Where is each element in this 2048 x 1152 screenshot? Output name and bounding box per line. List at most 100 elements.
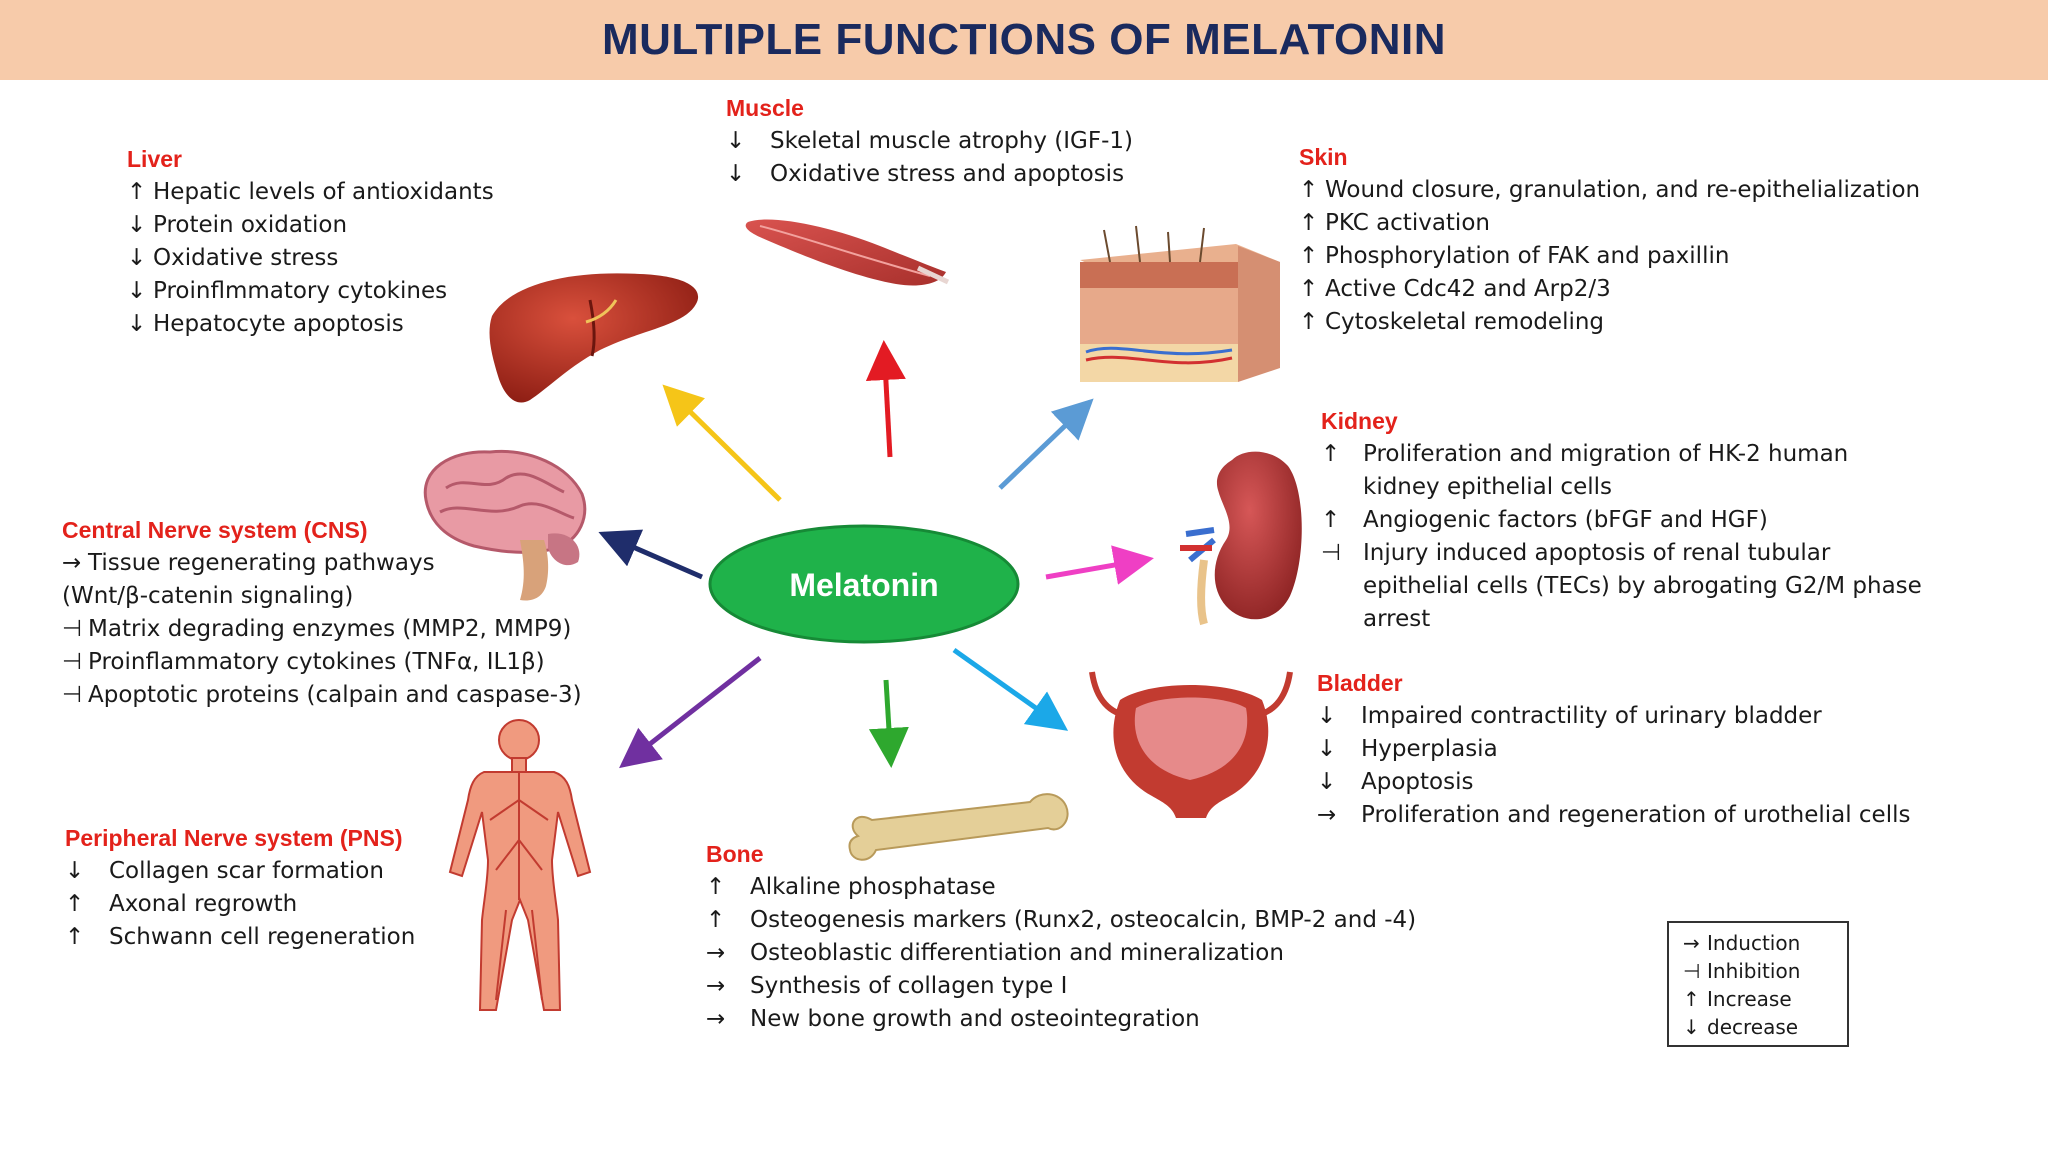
skin-line: ↑PKC activation [1299, 207, 1920, 240]
cns-line: (Wnt/β-catenin signaling) [62, 583, 354, 609]
kidney-line: ↑Proliferation and migration of HK-2 hum… [1321, 441, 1849, 467]
effect-text: Apoptotic proteins (calpain and caspase-… [88, 682, 582, 708]
kidney-line: ⊣Injury induced apoptosis of renal tubul… [1321, 540, 1831, 566]
effect-text: Hepatocyte apoptosis [153, 311, 404, 337]
page-title: MULTIPLE FUNCTIONS OF MELATONIN [601, 15, 1447, 64]
effect-symbol: ↑ [1299, 243, 1319, 269]
legend-box: →Induction⊣Inhibition↑Increase↓decrease [1667, 921, 1849, 1047]
effect-symbol: ⊣ [62, 682, 83, 708]
arrow-to-kidney [1045, 545, 1154, 585]
bladder-line: →Proliferation and regeneration of uroth… [1317, 799, 1910, 832]
effect-symbol: → [706, 1006, 726, 1032]
effect-text: Protein oxidation [153, 212, 348, 238]
kidney-illustration [1180, 451, 1302, 626]
effect-symbol: ↓ [127, 311, 147, 337]
legend-item: ↑ Increase [1683, 985, 1847, 1013]
effect-text: Proliferation and regeneration of urothe… [1361, 802, 1911, 828]
effect-symbol: ↓ [127, 212, 147, 238]
arrow-to-skin [998, 398, 1094, 490]
effect-symbol: ⊣ [62, 616, 83, 642]
cns-section: Central Nerve system (CNS) →Tissue regen… [62, 517, 582, 712]
effect-text: Proinflammatory cytokines (TNFα, IL1β) [88, 649, 545, 675]
bladder-line: ↓ Hyperplasia [1317, 733, 1910, 766]
bone-illustration [848, 793, 1069, 861]
effect-symbol: → [1683, 931, 1700, 955]
liver-line: ↓Hepatocyte apoptosis [127, 308, 494, 341]
bone-line: →Synthesis of collagen type I [706, 970, 1416, 1003]
bladder-section: Bladder ↓Impaired contractility of urina… [1317, 670, 1910, 832]
cns-heading: Central Nerve system (CNS) [62, 517, 368, 543]
melatonin-node [708, 524, 1020, 644]
bone-line: ↑Alkaline phosphatase [706, 871, 1416, 904]
bladder-line: ↓Apoptosis [1317, 766, 1910, 799]
pns-section: Peripheral Nerve system (PNS) ↓ Collagen … [65, 825, 415, 954]
effect-symbol: ↓ [726, 161, 746, 187]
liver-section: Liver ↑Hepatic levels of antioxidants↓Pr… [127, 146, 494, 341]
pns-line: ↑Schwann cell regeneration [65, 921, 415, 954]
human-nervous-system-illustration [448, 719, 592, 1011]
effect-text: Inhibition [1707, 959, 1801, 983]
effect-symbol: ↓ [1317, 703, 1337, 729]
arrow-to-pns [619, 656, 762, 769]
muscle-line: ↓Oxidative stress and apoptosis [726, 158, 1133, 191]
liver-line: ↓Oxidative stress [127, 242, 494, 275]
effect-symbol: ↑ [1683, 987, 1700, 1011]
skin-section: Skin ↑Wound closure, granulation, and re… [1299, 144, 1920, 339]
melatonin-label: Melatonin [789, 567, 939, 603]
effect-symbol: ↑ [1299, 177, 1319, 203]
effect-symbol: ↓ [1317, 736, 1337, 762]
title-banner: MULTIPLE FUNCTIONS OF MELATONIN [0, 0, 2048, 80]
legend-item: ↓ decrease [1683, 1013, 1847, 1041]
bladder-illustration [1089, 671, 1293, 818]
effect-symbol: ↑ [706, 874, 726, 900]
effect-symbol: ↑ [1299, 210, 1319, 236]
effect-symbol: ↑ [1299, 309, 1319, 335]
bladder-line: ↓Impaired contractility of urinary bladd… [1317, 700, 1910, 733]
effect-symbol: ↓ [65, 858, 85, 884]
effect-symbol: → [706, 940, 726, 966]
effect-text: New bone growth and osteointegration [750, 1006, 1200, 1032]
effect-symbol: ⊣ [1683, 959, 1701, 983]
skin-heading: Skin [1299, 144, 1348, 170]
effect-text: Collagen scar formation [109, 858, 384, 884]
effect-symbol: ⊣ [62, 649, 83, 675]
effect-text: Increase [1707, 987, 1792, 1011]
kidney-section: Kidney ↑Proliferation and migration of H… [1321, 408, 1922, 636]
effect-text: Matrix degrading enzymes (MMP2, MMP9) [88, 616, 572, 642]
effect-text: Axonal regrowth [109, 891, 298, 917]
cns-line: →Tissue regenerating pathways [62, 550, 435, 576]
effect-symbol: ↓ [726, 128, 746, 154]
effect-text: decrease [1707, 1015, 1799, 1039]
kidney-line: arrest [1363, 606, 1431, 632]
kidney-heading: Kidney [1321, 408, 1398, 434]
effect-symbol: → [706, 973, 726, 999]
effect-text: Wound closure, granulation, and re-epith… [1325, 177, 1921, 203]
bone-line: ↑Osteogenesis markers (Runx2, osteocalci… [706, 904, 1416, 937]
cns-line: ⊣Matrix degrading enzymes (MMP2, MMP9) [62, 613, 582, 646]
effect-symbol: ↓ [127, 245, 147, 271]
effect-symbol: ↓ [1683, 1015, 1700, 1039]
effect-text: Hyperplasia [1361, 736, 1498, 762]
kidney-line: ↑Angiogenic factors (bFGF and HGF) [1321, 507, 1768, 533]
effect-symbol: ↓ [127, 278, 147, 304]
kidney-line: epithelial cells (TECs) by abrogating G2… [1363, 573, 1922, 599]
skin-line: ↑Active Cdc42 and Arp2/3 [1299, 273, 1920, 306]
effect-text: PKC activation [1325, 210, 1490, 236]
effect-symbol: ↑ [127, 179, 147, 205]
bone-section: Bone ↑Alkaline phosphatase↑Osteogenesis … [706, 841, 1416, 1036]
legend-item: →Induction [1683, 929, 1847, 957]
cns-line: ⊣Apoptotic proteins (calpain and caspase… [62, 679, 582, 712]
muscle-section: Muscle ↓Skeletal muscle atrophy (IGF-1)↓… [726, 95, 1133, 191]
pns-line: ↓ Collagen scar formation [65, 855, 415, 888]
bone-line: → New bone growth and osteointegration [706, 1003, 1416, 1036]
skin-line: ↑Cytoskeletal remodeling [1299, 306, 1920, 339]
effect-text: Osteoblastic differentiation and mineral… [750, 940, 1284, 966]
liver-heading: Liver [127, 146, 182, 172]
effect-text: Hepatic levels of antioxidants [153, 179, 494, 205]
arrow-to-liver [662, 384, 782, 502]
liver-illustration [489, 273, 699, 403]
legend-item: ⊣Inhibition [1683, 957, 1847, 985]
kidney-line: kidney epithelial cells [1363, 474, 1612, 500]
bladder-heading: Bladder [1317, 670, 1403, 696]
pns-heading: Peripheral Nerve system (PNS) [65, 825, 403, 851]
